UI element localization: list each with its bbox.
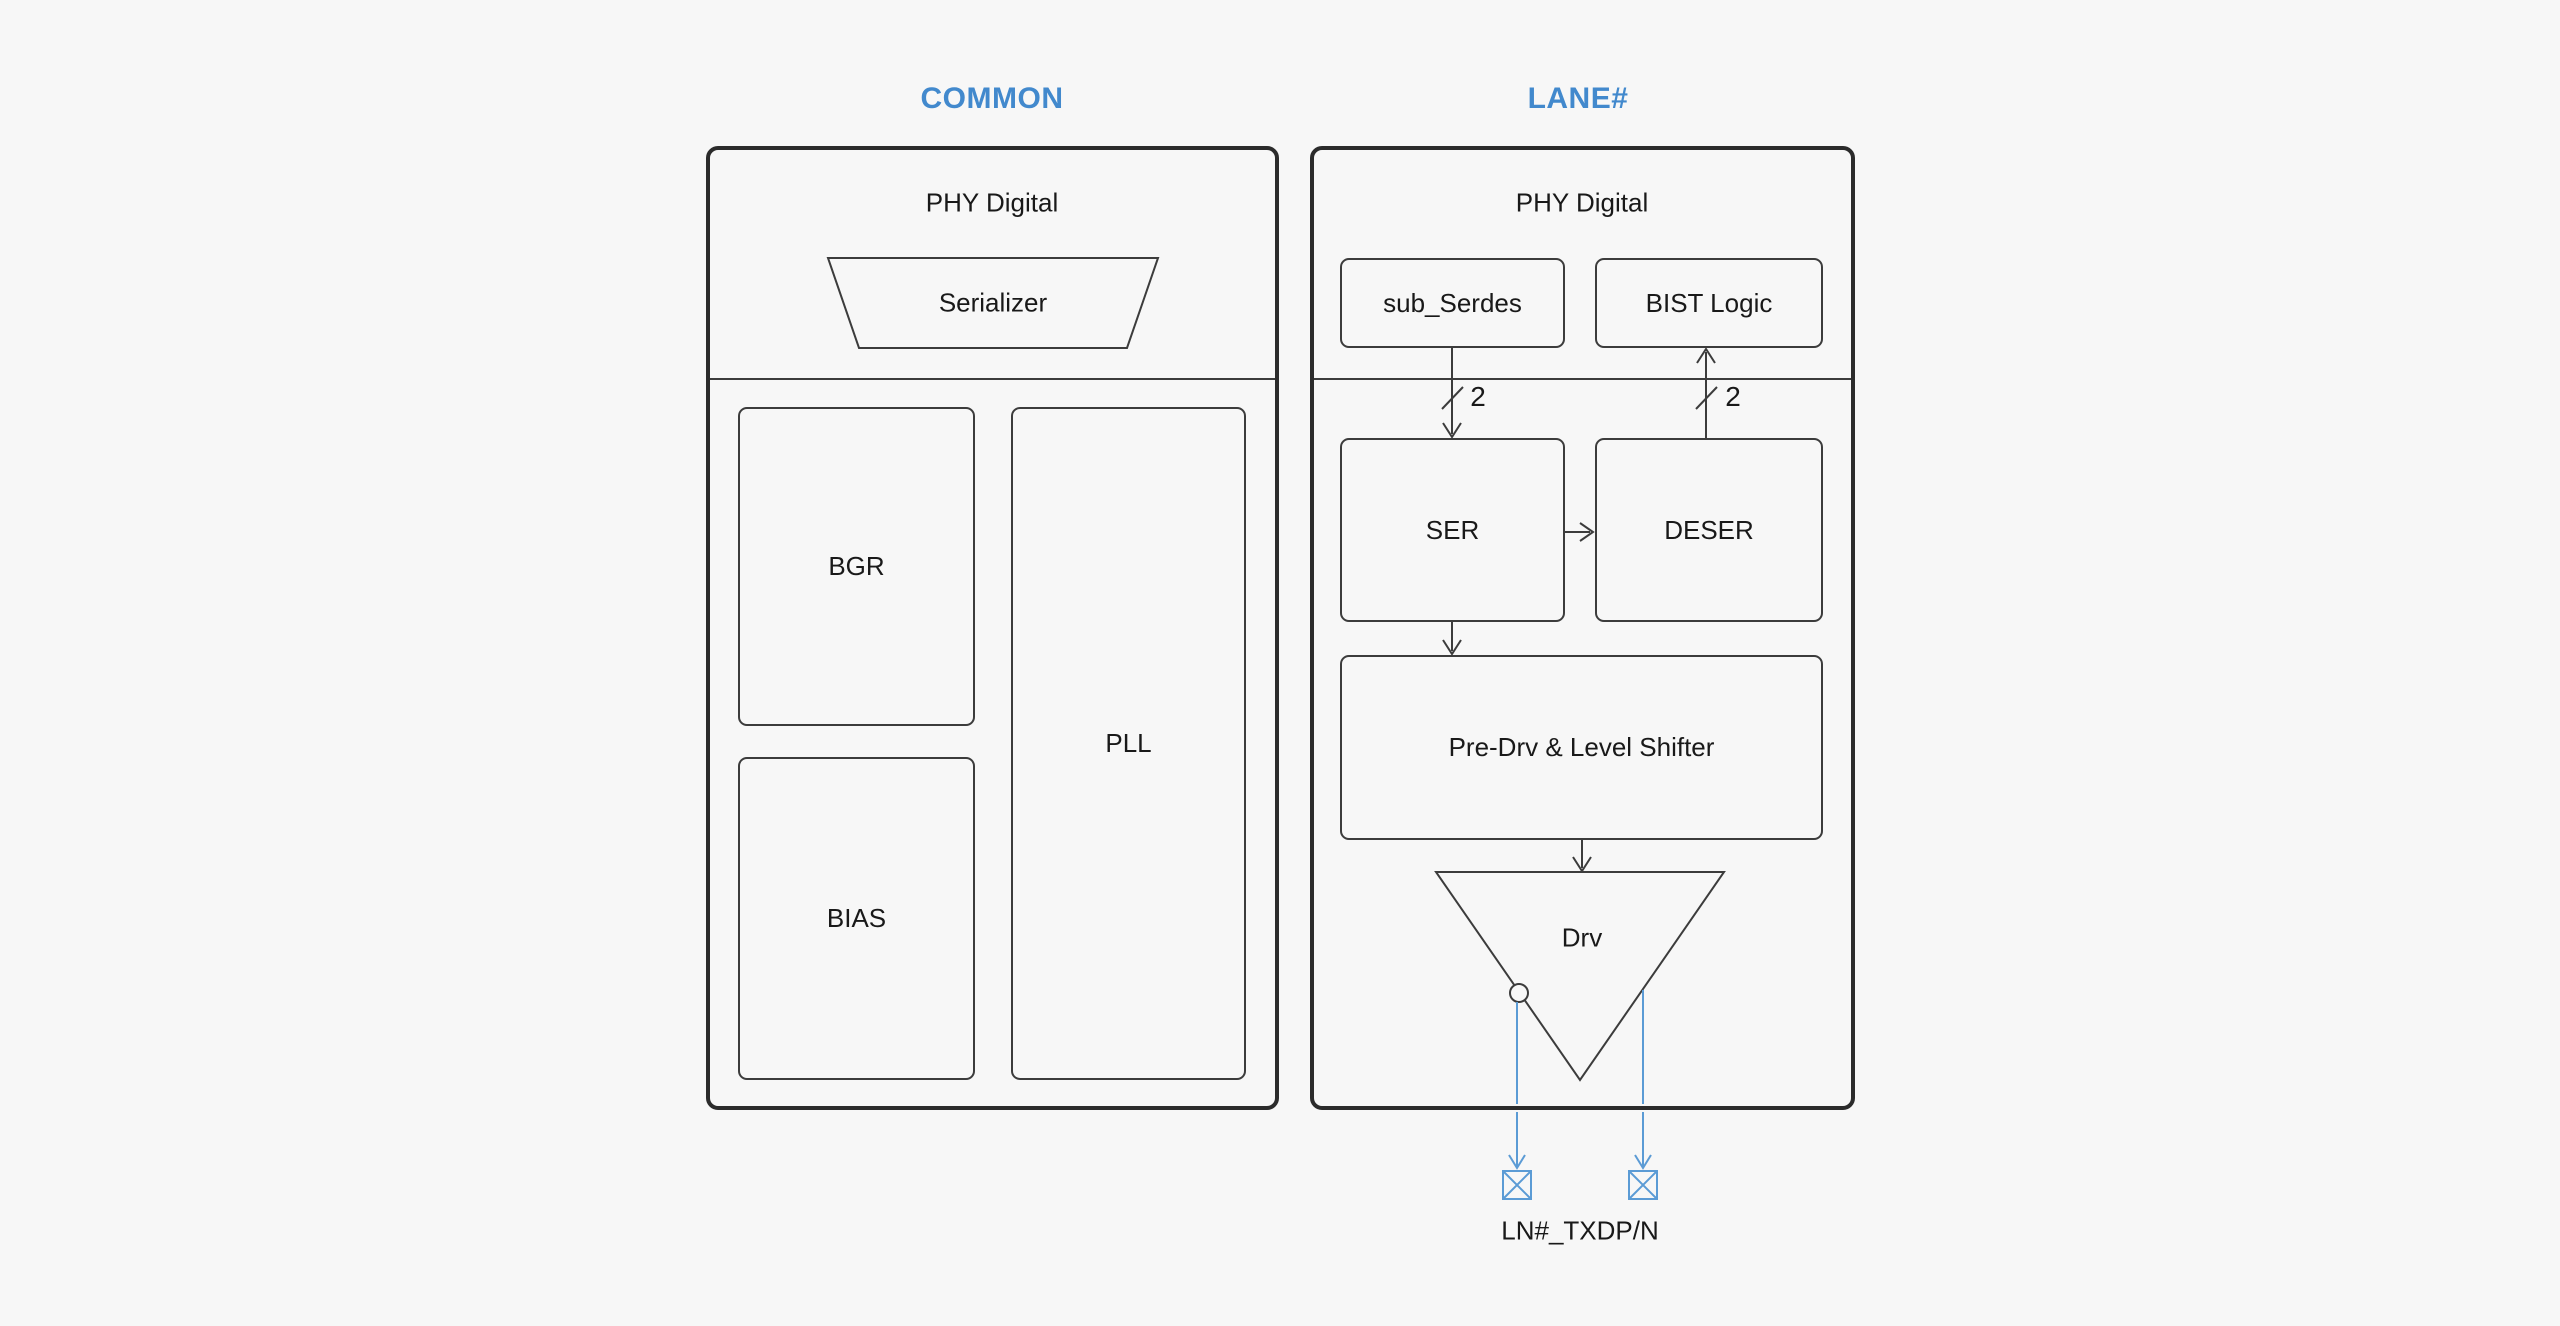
output-pads-label: LN#_TXDP/N xyxy=(1501,1215,1659,1246)
bond-pad-icon xyxy=(1502,1170,1532,1200)
sub-serdes-label: sub_Serdes xyxy=(1383,287,1522,318)
bond-pad-icon xyxy=(1628,1170,1658,1200)
common-panel xyxy=(706,146,1279,1110)
ser-bus-width-label: 2 xyxy=(1470,381,1486,412)
sub-serdes-block: sub_Serdes xyxy=(1340,258,1565,348)
predrv-level-shifter-block: Pre-Drv & Level Shifter xyxy=(1340,655,1823,840)
ser-label: SER xyxy=(1425,514,1480,545)
pll-label: PLL xyxy=(1105,728,1152,758)
bgr-block: BGR xyxy=(738,407,975,726)
bias-block: BIAS xyxy=(738,757,975,1080)
drv-label: Drv xyxy=(1561,922,1603,953)
bist-logic-block: BIST Logic xyxy=(1595,258,1823,348)
lane-title: LANE# xyxy=(1527,82,1629,115)
bgr-label: BGR xyxy=(828,551,885,581)
deser-bus-width-label: 2 xyxy=(1725,381,1741,412)
deser-block: DESER xyxy=(1595,438,1823,622)
bist-logic-label: BIST Logic xyxy=(1645,287,1773,318)
pll-block: PLL xyxy=(1011,407,1246,1080)
lane-phy-digital-header: PHY Digital xyxy=(1515,187,1649,218)
lane-panel xyxy=(1310,146,1855,1110)
bias-label: BIAS xyxy=(826,903,887,933)
predrv-level-shifter-label: Pre-Drv & Level Shifter xyxy=(1448,732,1715,762)
ser-block: SER xyxy=(1340,438,1565,622)
serializer-label: Serializer xyxy=(938,287,1048,318)
common-title: COMMON xyxy=(920,82,1064,115)
common-phy-digital-header: PHY Digital xyxy=(925,187,1059,218)
deser-label: DESER xyxy=(1664,514,1754,545)
